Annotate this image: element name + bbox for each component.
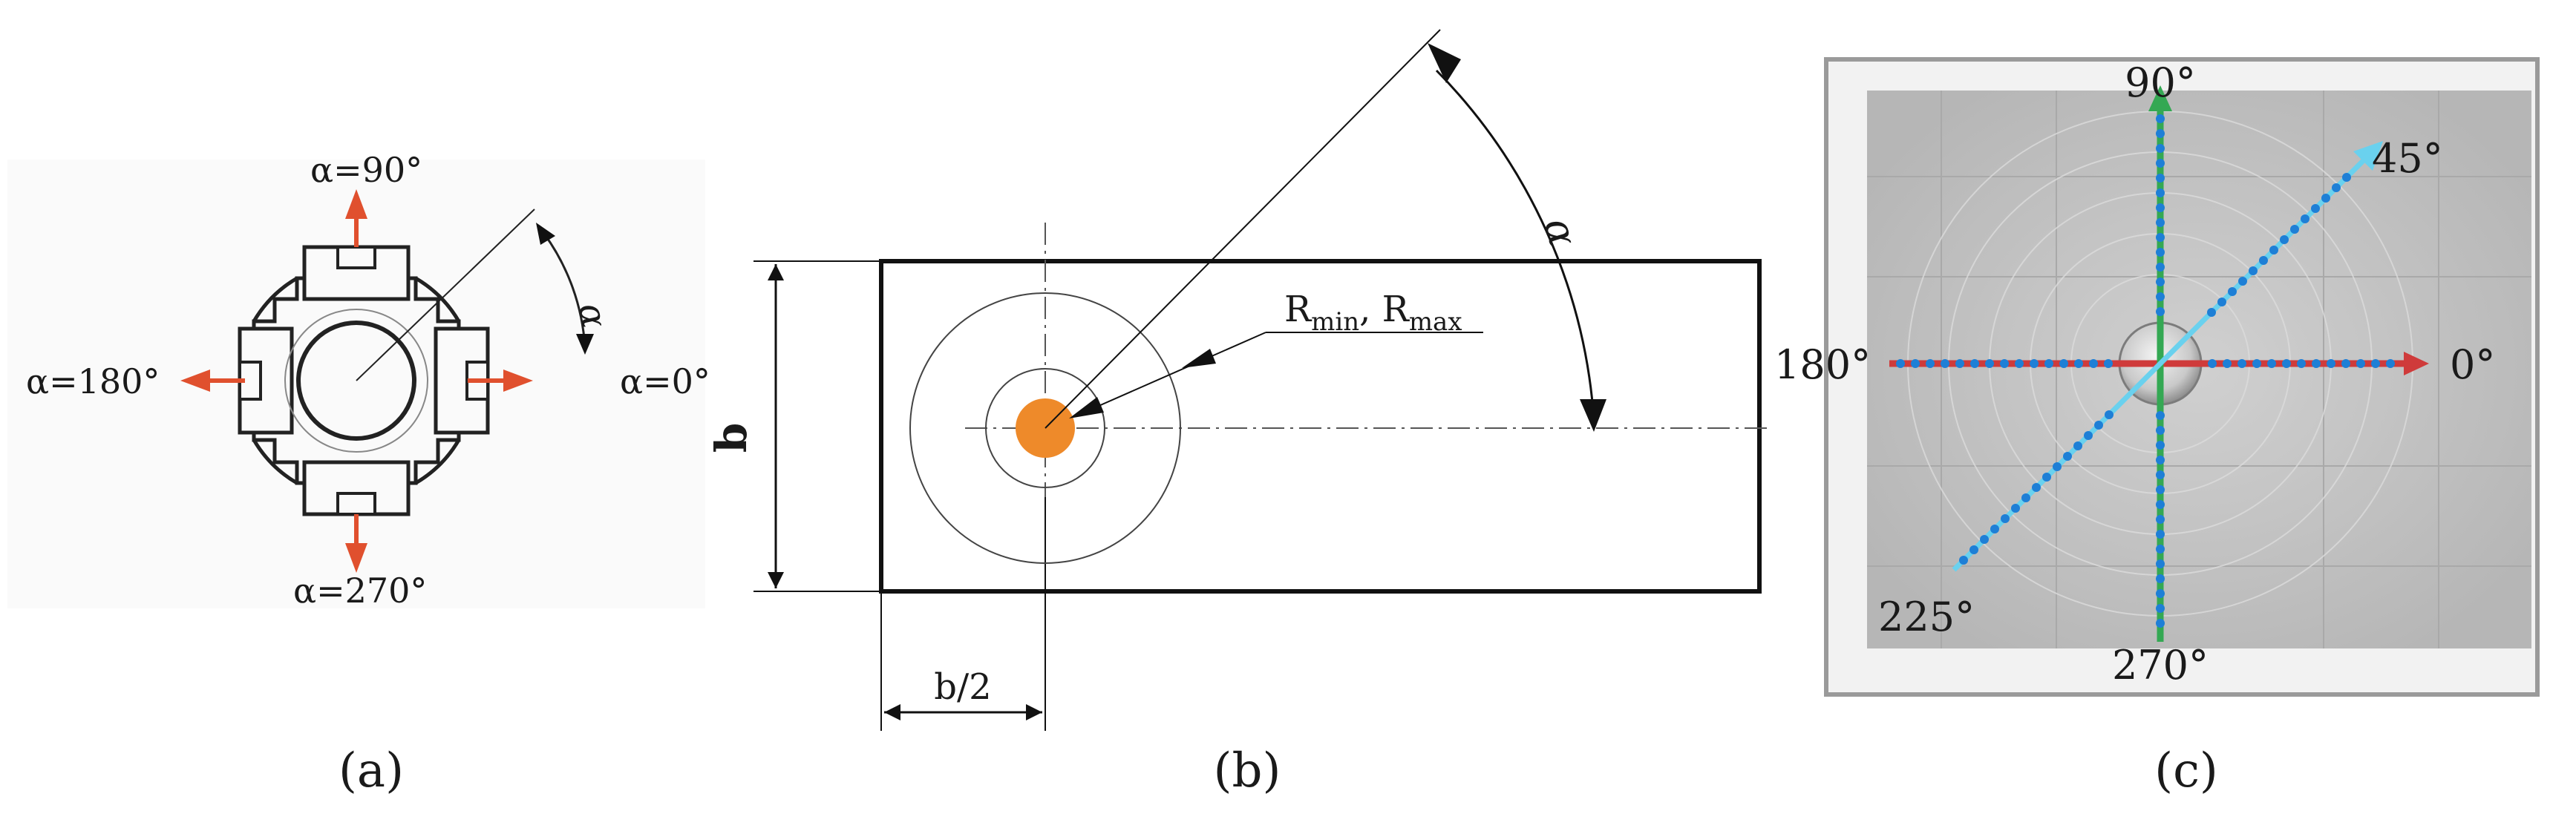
dots-horizontal (1896, 359, 2395, 368)
label-alpha-0: α=0° (620, 361, 710, 401)
thin-ring (284, 309, 428, 453)
panel-a-angle-ray (356, 208, 535, 381)
label-alpha-90: α=90° (310, 150, 422, 190)
direction-arrows (180, 189, 533, 573)
inner-circle-rmin (985, 368, 1105, 488)
axis-horizontal-arrow (2404, 352, 2429, 375)
arrow-270 (345, 514, 367, 573)
panel-b-arc-arrowhead-top (1428, 43, 1461, 83)
caption-c: (c) (2154, 743, 2218, 798)
label-225: 225° (1878, 594, 1975, 640)
dimension-b2-label: b/2 (934, 666, 991, 708)
panel-b-angle-arc (1435, 69, 1595, 420)
arrow-0 (468, 369, 533, 392)
panel-a-arc-arrowhead-bottom (576, 334, 594, 355)
arrow-180 (180, 369, 245, 392)
radius-arrowhead-rmax (1182, 349, 1216, 368)
caption-b: (b) (1214, 743, 1281, 798)
label-90: 90° (2125, 59, 2196, 106)
outer-circle-rmax (909, 292, 1181, 564)
dimension-b-label: b (706, 423, 756, 453)
inner-hole (296, 321, 416, 441)
caption-a: (a) (339, 743, 404, 798)
radius-arrowhead (1069, 397, 1104, 418)
label-alpha-180: α=180° (26, 361, 160, 401)
panel-b-arc-arrowhead-bottom (1580, 399, 1606, 432)
axis-vertical-arrow (2148, 85, 2172, 111)
label-180: 180° (1774, 341, 1871, 388)
panel-b-angle-ray (1045, 29, 1441, 429)
panel-a: α α=90° α=180° α=0° α=270° (7, 150, 710, 611)
dots-diagonal (1959, 173, 2351, 565)
radius-leader-diagonal (1085, 332, 1266, 413)
arrow-90 (345, 189, 367, 247)
panel-a-arc-arrowhead-top (536, 223, 555, 245)
radius-label: Rmin, Rmax (1284, 289, 1462, 337)
panel-c-grid (1867, 91, 2531, 648)
label-0: 0° (2450, 341, 2495, 388)
panel-a-angle-arc (543, 233, 586, 348)
label-alpha-270: α=270° (293, 571, 427, 611)
label-270: 270° (2112, 642, 2209, 689)
lug-top (302, 245, 411, 301)
axis-diagonal-arrow (2353, 141, 2383, 171)
lug-bottom (302, 460, 411, 516)
axis-diagonal (1952, 155, 2369, 572)
dots-vertical (2156, 114, 2165, 628)
panel-b-angle-symbol: α (1534, 213, 1586, 252)
lug-left (238, 326, 294, 435)
panel-b: b b/2 α Rmin, Rmax (706, 29, 1771, 731)
measurement-dots (1896, 114, 2395, 628)
panel-c: 90° 45° 180° 0° 225° 270° (1774, 57, 2540, 697)
label-45: 45° (2372, 135, 2443, 182)
